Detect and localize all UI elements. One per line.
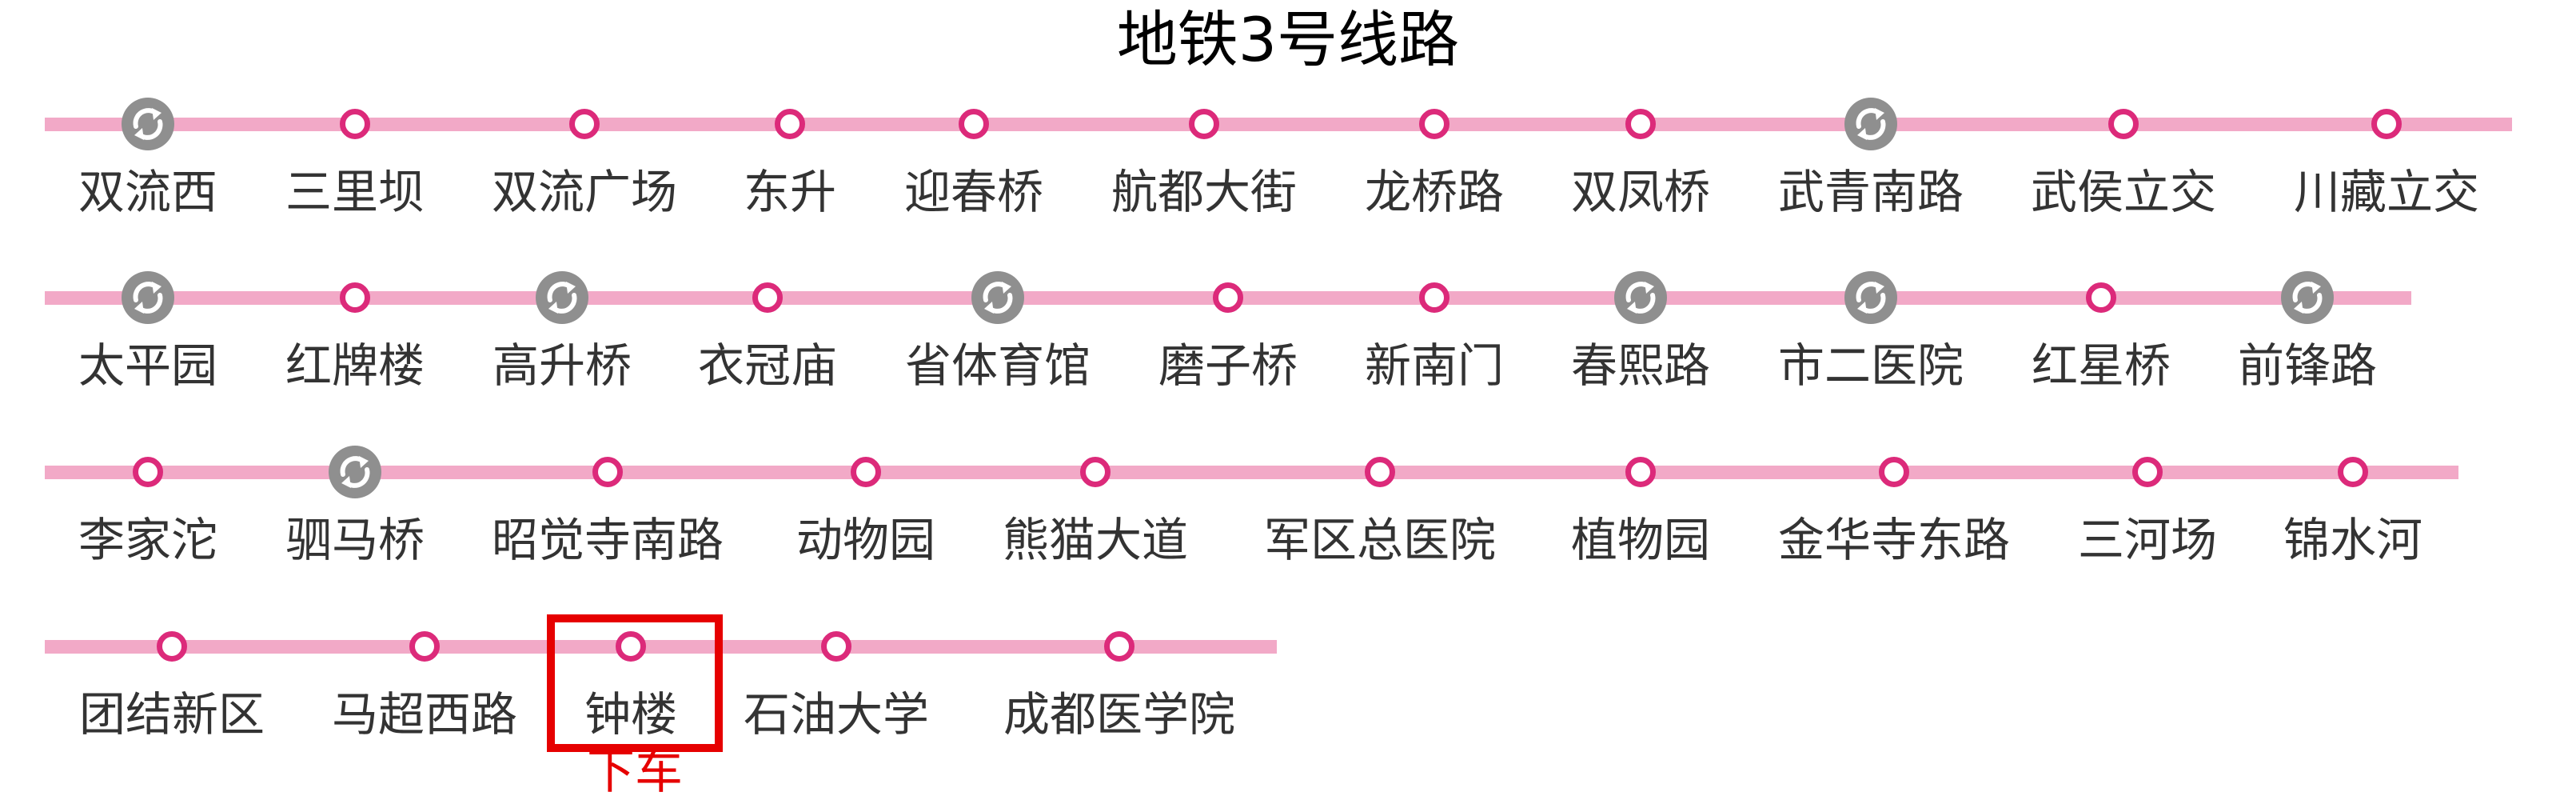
station-dot-icon xyxy=(592,457,623,487)
destination-highlight-box xyxy=(547,614,723,752)
station-name: 昭觉寺南路 xyxy=(491,513,724,567)
station-name: 春熙路 xyxy=(1570,338,1710,393)
station-name: 驷马桥 xyxy=(285,513,425,567)
station-dot-icon xyxy=(1213,282,1243,313)
station-dot-icon xyxy=(409,631,440,662)
station-dot-icon xyxy=(616,631,646,662)
station-name: 省体育馆 xyxy=(904,338,1091,393)
station-name: 武侯立交 xyxy=(2030,165,2216,219)
station-name: 军区总医院 xyxy=(1263,513,1496,567)
track-segment xyxy=(45,118,2512,131)
station-dot-icon xyxy=(2108,109,2139,139)
station-dot-icon xyxy=(1419,109,1449,139)
station-name: 双流西 xyxy=(78,165,217,219)
station-name: 红牌楼 xyxy=(285,338,425,393)
station-name: 太平园 xyxy=(78,338,217,393)
station-name: 成都医学院 xyxy=(1003,687,1235,742)
station-dot-icon xyxy=(1080,457,1111,487)
station-dot-icon xyxy=(340,109,370,139)
track-segment xyxy=(45,466,2458,479)
station-name: 钟楼 xyxy=(584,687,677,742)
station-dot-icon xyxy=(752,282,783,313)
station-name: 双凤桥 xyxy=(1570,165,1710,219)
station-name: 磨子桥 xyxy=(1158,338,1298,393)
station-name: 双流广场 xyxy=(491,165,677,219)
transfer-station-marker xyxy=(1844,271,1897,324)
station-dot-icon xyxy=(1879,457,1909,487)
transfer-station-marker xyxy=(122,98,174,150)
station-name: 川藏立交 xyxy=(2293,165,2479,219)
transfer-icon xyxy=(1625,282,1656,314)
station-name: 团结新区 xyxy=(78,687,265,742)
station-dot-icon xyxy=(569,109,600,139)
station-name: 高升桥 xyxy=(492,338,632,393)
transfer-icon xyxy=(2292,282,2323,314)
station-name: 衣冠庙 xyxy=(697,338,837,393)
station-dot-icon xyxy=(1625,457,1656,487)
station-name: 龙桥路 xyxy=(1364,165,1504,219)
station-dot-icon xyxy=(2132,457,2163,487)
station-name: 东升 xyxy=(743,165,836,219)
station-dot-icon xyxy=(2338,457,2368,487)
station-dot-icon xyxy=(340,282,370,313)
station-name: 武青南路 xyxy=(1777,165,1964,219)
station-name: 李家沱 xyxy=(78,513,217,567)
transfer-station-marker xyxy=(2281,271,2334,324)
destination-note: 下车 xyxy=(587,744,683,800)
station-name: 新南门 xyxy=(1364,338,1504,393)
transfer-station-marker xyxy=(122,271,174,324)
station-name: 金华寺东路 xyxy=(1777,513,2010,567)
station-dot-icon xyxy=(157,631,187,662)
transfer-icon xyxy=(1856,108,1886,140)
transfer-icon xyxy=(547,282,577,314)
station-name: 马超西路 xyxy=(331,687,517,742)
station-name: 熊猫大道 xyxy=(1002,513,1188,567)
station-name: 动物园 xyxy=(796,513,935,567)
transfer-icon xyxy=(133,108,163,140)
station-dot-icon xyxy=(1365,457,1395,487)
station-dot-icon xyxy=(851,457,881,487)
station-name: 迎春桥 xyxy=(903,165,1043,219)
transfer-icon xyxy=(340,456,370,488)
station-name: 前锋路 xyxy=(2237,338,2377,393)
station-dot-icon xyxy=(2086,282,2116,313)
station-dot-icon xyxy=(1419,282,1449,313)
station-name: 锦水河 xyxy=(2283,513,2422,567)
station-name: 三河场 xyxy=(2077,513,2217,567)
station-dot-icon xyxy=(775,109,805,139)
station-name: 红星桥 xyxy=(2031,338,2171,393)
station-dot-icon xyxy=(1625,109,1656,139)
station-dot-icon xyxy=(2371,109,2402,139)
transfer-station-marker xyxy=(329,446,381,498)
station-dot-icon xyxy=(1104,631,1134,662)
station-name: 三里坝 xyxy=(285,165,425,219)
station-name: 市二医院 xyxy=(1777,338,1964,393)
transfer-station-marker xyxy=(1614,271,1667,324)
station-name: 植物园 xyxy=(1570,513,1710,567)
track-segment xyxy=(45,640,1277,654)
route-title: 地铁3号线路 xyxy=(1116,4,1460,75)
station-dot-icon xyxy=(821,631,851,662)
transfer-station-marker xyxy=(536,271,588,324)
station-dot-icon xyxy=(1189,109,1219,139)
transfer-icon xyxy=(1856,282,1886,314)
transfer-station-marker xyxy=(971,271,1024,324)
station-dot-icon xyxy=(959,109,989,139)
station-dot-icon xyxy=(133,457,163,487)
transfer-station-marker xyxy=(1844,98,1897,150)
station-name: 航都大街 xyxy=(1111,165,1297,219)
transfer-icon xyxy=(133,282,163,314)
station-name: 石油大学 xyxy=(743,687,929,742)
transfer-icon xyxy=(983,282,1013,314)
